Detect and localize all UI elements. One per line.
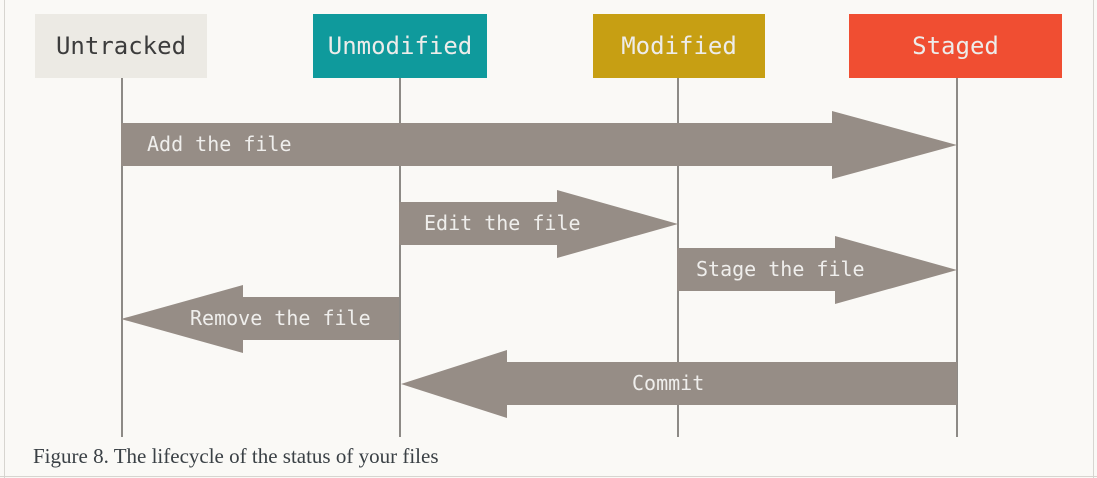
arrow-label-commit: Commit (632, 371, 705, 395)
state-box-staged: Staged (849, 14, 1062, 78)
lifeline-untracked (121, 78, 123, 437)
arrow-bar-add-the-file (121, 123, 832, 166)
arrow-head-remove-the-file (121, 284, 243, 353)
arrow-label-stage-the-file: Stage the file (696, 257, 865, 281)
arrow-head-edit-the-file (557, 189, 678, 258)
left-border-line (4, 0, 5, 478)
arrow-head-commit (401, 349, 507, 418)
state-box-untracked: Untracked (35, 14, 207, 78)
arrow-bar-stage-the-file (677, 248, 835, 291)
state-box-unmodified: Unmodified (313, 14, 487, 78)
bottom-border-line (0, 476, 1097, 477)
state-box-modified: Modified (593, 14, 765, 78)
figure-caption: Figure 8. The lifecycle of the status of… (33, 444, 439, 468)
lifeline-staged (956, 78, 958, 437)
lifeline-unmodified (399, 78, 401, 437)
arrow-bar-remove-the-file (243, 297, 399, 340)
arrow-label-add-the-file: Add the file (147, 132, 292, 156)
arrow-bar-commit (507, 362, 957, 405)
arrow-bar-edit-the-file (399, 202, 557, 245)
arrow-label-edit-the-file: Edit the file (424, 211, 581, 235)
arrow-head-stage-the-file (835, 235, 957, 304)
arrow-label-remove-the-file: Remove the file (190, 306, 371, 330)
right-border-line (1093, 0, 1094, 478)
arrow-head-add-the-file (832, 110, 957, 179)
